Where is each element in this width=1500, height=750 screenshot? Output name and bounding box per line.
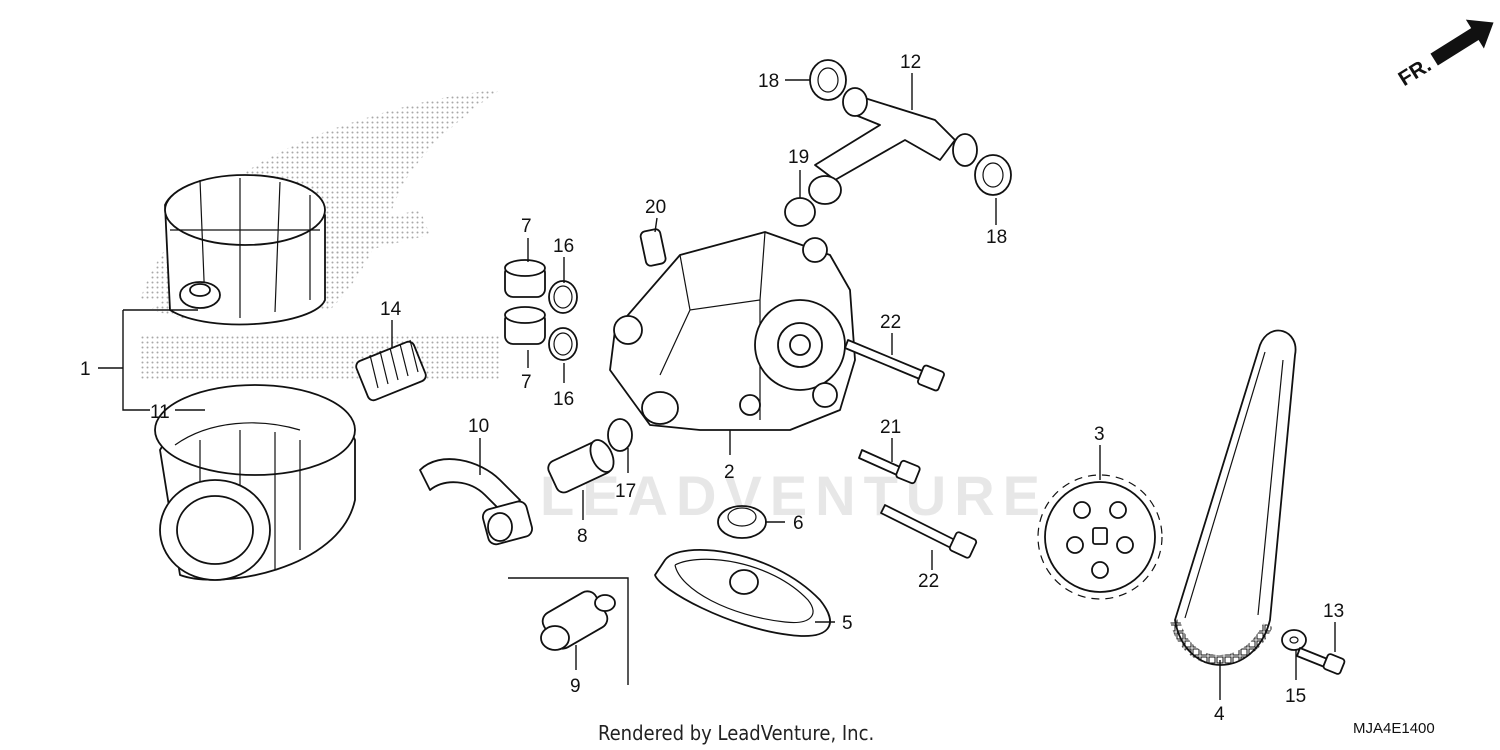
callout-13: 13: [1323, 601, 1344, 622]
callout-7a: 7: [521, 216, 532, 237]
front-direction-arrow: FR.: [1394, 19, 1494, 91]
cover-plate: [654, 549, 831, 637]
sprocket: [1037, 474, 1163, 600]
direction-label: FR.: [1394, 53, 1435, 90]
sprocket-bolt: [1296, 647, 1346, 675]
oil-pump: [609, 231, 856, 431]
callout-22a: 22: [880, 312, 901, 333]
oil-strainer: [419, 458, 533, 546]
callout-15: 15: [1285, 686, 1306, 707]
collar: [547, 439, 615, 494]
callouts: 1 11 14 7 16 7 16 20 12 18 19 18 22 21 2…: [80, 52, 1344, 725]
oil-pipe: [808, 87, 978, 205]
relief-valve: [508, 577, 629, 685]
callout-22b: 22: [918, 571, 939, 592]
stud-bolt: [355, 339, 427, 402]
callout-6: 6: [793, 513, 804, 534]
callout-11: 11: [150, 402, 170, 423]
callout-1: 1: [80, 359, 91, 380]
dowel-pin: [639, 228, 667, 267]
callout-16b: 16: [553, 389, 574, 410]
callout-7b: 7: [521, 372, 532, 393]
callout-10: 10: [468, 416, 489, 437]
drive-chain: [1170, 329, 1297, 666]
callout-18a: 18: [758, 71, 779, 92]
callout-3: 3: [1094, 424, 1105, 445]
diagram-part-code: MJA4E1400: [1353, 720, 1435, 737]
o-ring-17: [607, 418, 633, 452]
o-ring-19: [784, 197, 816, 227]
washer: [1281, 629, 1307, 651]
callout-20: 20: [645, 197, 666, 218]
callout-16a: 16: [553, 236, 574, 257]
seal-cap: [717, 505, 767, 539]
leadventure-watermark: LEADVENTURE: [540, 464, 1048, 527]
oil-filter-cap: [164, 174, 326, 326]
callout-21: 21: [880, 417, 901, 438]
callout-19: 19: [788, 147, 809, 168]
callout-2: 2: [724, 462, 735, 483]
callout-8: 8: [577, 526, 588, 547]
callout-12: 12: [900, 52, 921, 73]
dowel-pins-and-orings: [504, 259, 578, 361]
leader-lines: [98, 73, 1336, 700]
callout-5: 5: [842, 613, 853, 634]
oil-filter: [154, 384, 356, 581]
flange-bolts: [844, 339, 978, 559]
callout-9: 9: [570, 676, 581, 697]
oil-seals: [809, 59, 1012, 196]
callout-17: 17: [615, 481, 636, 502]
callout-18b: 18: [986, 227, 1007, 248]
callout-4: 4: [1214, 704, 1225, 725]
footer-credit: Rendered by LeadVenture, Inc.: [598, 721, 874, 745]
callout-14: 14: [380, 299, 402, 320]
